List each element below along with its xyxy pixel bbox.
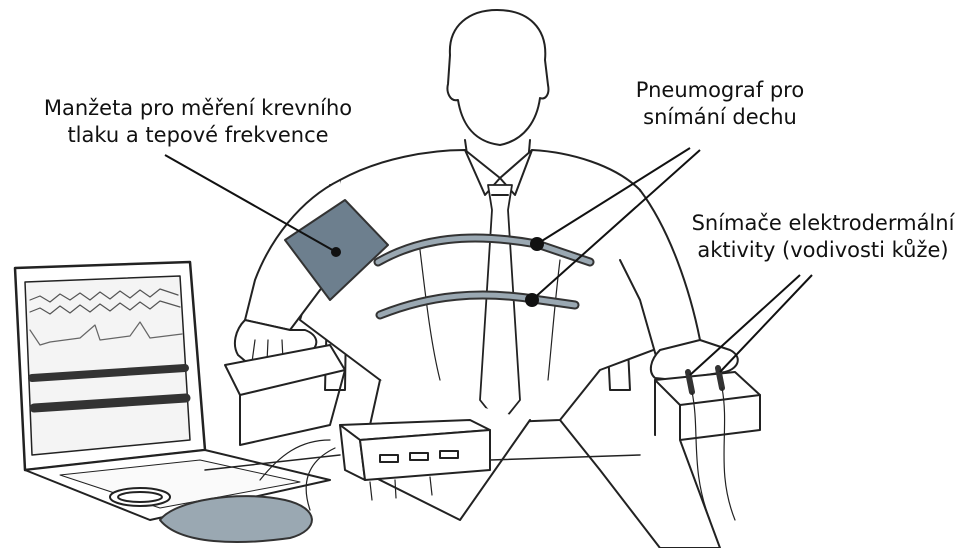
label-blood-pressure-cuff: Manžeta pro měření krevního tlaku a tepo… bbox=[8, 95, 388, 149]
label-electrodermal-sensors: Snímače elektrodermální aktivity (vodivo… bbox=[678, 210, 968, 264]
label-pneumograph-line1: Pneumograf pro bbox=[600, 77, 840, 104]
label-cuff-line2: tlaku a tepové frekvence bbox=[8, 122, 388, 149]
callout-line-eda-right bbox=[720, 275, 812, 372]
label-electrodermal-line2: aktivity (vodivosti kůže) bbox=[678, 237, 968, 264]
label-electrodermal-line1: Snímače elektrodermální bbox=[678, 210, 968, 237]
label-pneumograph: Pneumograf pro snímání dechu bbox=[600, 77, 840, 131]
label-cuff-line1: Manžeta pro měření krevního bbox=[8, 95, 388, 122]
label-pneumograph-line2: snímání dechu bbox=[600, 104, 840, 131]
callout-line-eda-left bbox=[690, 275, 800, 375]
